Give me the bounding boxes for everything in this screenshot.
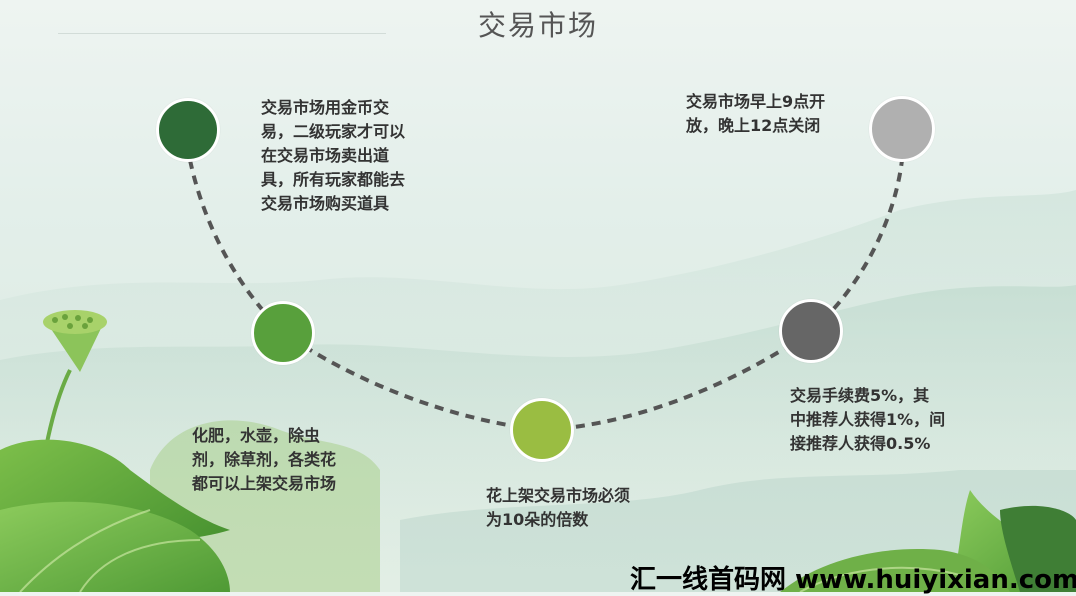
- timeline-node-4: [779, 299, 843, 363]
- node-5-description: 交易市场早上9点开 放，晚上12点关闭: [686, 92, 826, 135]
- node-3-description: 花上架交易市场必须 为10朵的倍数: [486, 486, 631, 529]
- node-2-description: 化肥，水壶，除虫 剂，除草剂，各类花 都可以上架交易市场: [192, 426, 337, 493]
- node-1-description: 交易市场用金币交 易，二级玩家才可以 在交易市场卖出道 具，所有玩家都能去 交易…: [261, 98, 406, 213]
- page-title: 交易市场: [477, 9, 598, 42]
- node-4-description: 交易手续费5%，其 中推荐人获得1%，间 接推荐人获得0.5%: [790, 386, 946, 453]
- timeline-node-3: [510, 398, 574, 462]
- timeline-node-2: [251, 301, 315, 365]
- timeline-node-5: [869, 96, 935, 162]
- watermark-text: 汇一线首码网 www.huiyixian.com: [630, 565, 1076, 595]
- title-divider: [58, 33, 386, 34]
- timeline-node-1: [156, 98, 220, 162]
